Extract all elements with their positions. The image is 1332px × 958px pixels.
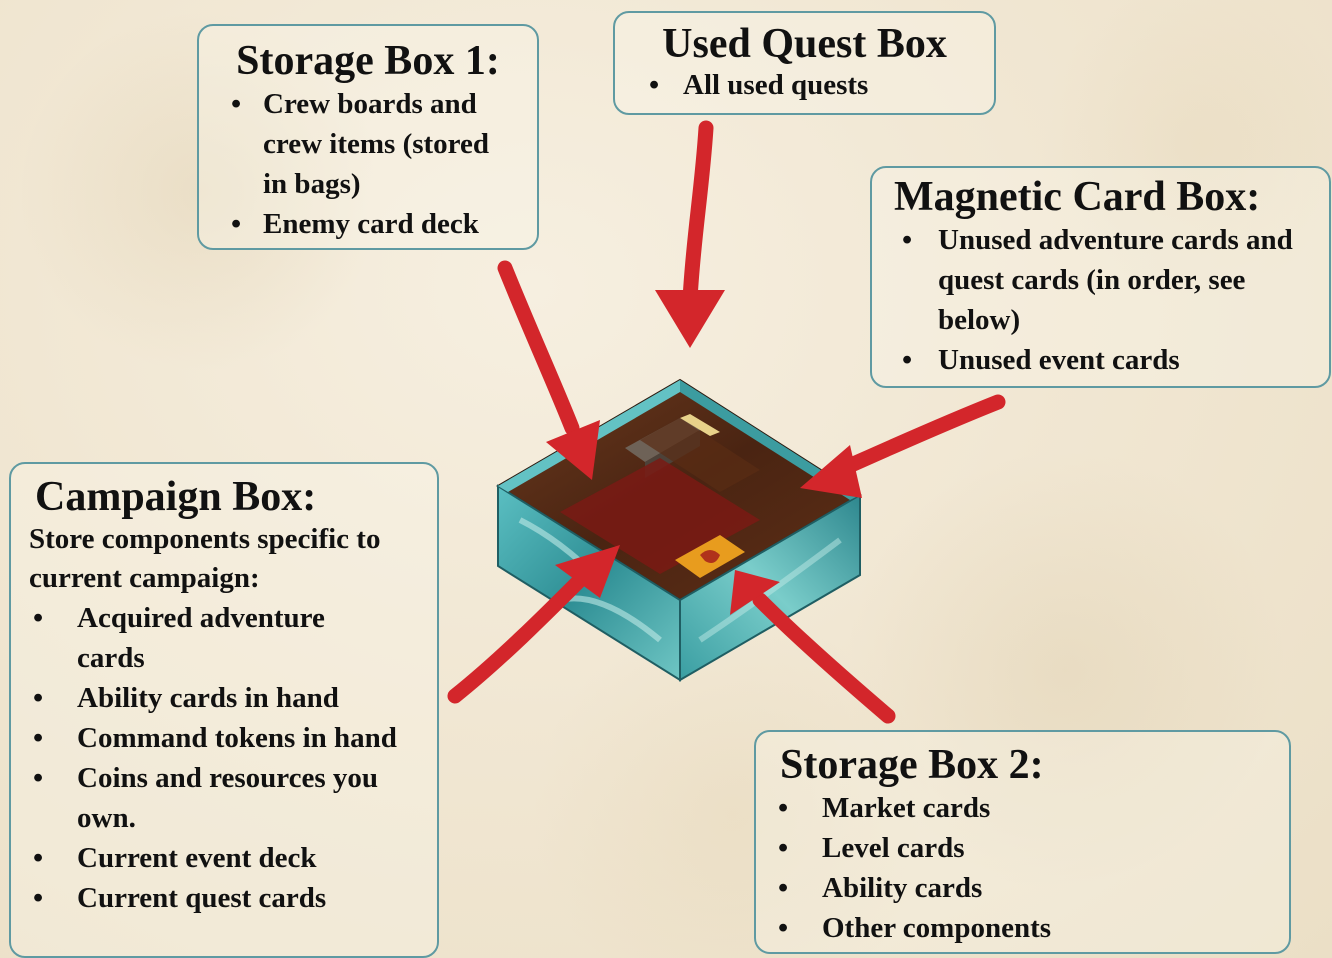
campaign-box-panel: Campaign Box: Store components specific …	[9, 462, 439, 958]
storage-box-1-panel: Storage Box 1: • Crew boards and crew it…	[197, 24, 539, 250]
bullet-icon: •	[33, 762, 44, 794]
used-quest-box-list: • All used quests	[625, 67, 984, 103]
list-item: • Ability cards in hand	[21, 678, 427, 718]
storage-box-1-list: • Crew boards and crew items (stored in …	[209, 84, 527, 244]
arrow-storage-2	[752, 592, 896, 724]
list-item: • Current event deck	[21, 838, 427, 878]
list-item: • All used quests	[649, 69, 869, 101]
arrowhead-magnetic	[800, 445, 862, 498]
bullet-icon: •	[33, 602, 44, 634]
bullet-icon: •	[33, 722, 44, 754]
arrowhead-used-quest	[655, 290, 725, 348]
arrowhead-campaign	[555, 545, 620, 598]
magnetic-card-box-list: • Unused adventure cards and quest cards…	[882, 220, 1319, 380]
list-item: • Current quest cards	[21, 878, 427, 918]
bullet-icon: •	[778, 792, 789, 824]
arrowhead-storage-1	[546, 420, 600, 480]
campaign-box-title: Campaign Box:	[35, 474, 317, 520]
arrow-campaign	[447, 572, 588, 704]
magnetic-card-box-title: Magnetic Card Box:	[894, 174, 1261, 220]
campaign-box-intro: Store components specific to current cam…	[29, 523, 381, 594]
list-item: • Level cards	[766, 828, 1279, 868]
campaign-box-list: • Acquired adventure cards • Ability car…	[21, 598, 427, 918]
list-item: • Command tokens in hand	[21, 718, 407, 758]
list-item: • Enemy card deck	[209, 204, 527, 244]
arrows	[447, 120, 1006, 724]
magnetic-card-box-panel: Magnetic Card Box: • Unused adventure ca…	[870, 166, 1331, 388]
bullet-icon: •	[649, 69, 660, 101]
list-item: • Acquired adventure cards	[21, 598, 387, 678]
bullet-icon: •	[33, 882, 44, 914]
list-item: • Market cards	[766, 788, 1279, 828]
list-item: • Unused adventure cards and quest cards…	[882, 220, 1318, 340]
bullet-icon: •	[778, 872, 789, 904]
list-item: • Coins and resources you own.	[21, 758, 407, 838]
list-item: • Other components	[766, 908, 1279, 948]
bullet-icon: •	[33, 842, 44, 874]
arrow-storage-1	[497, 260, 580, 436]
arrow-magnetic	[832, 394, 1006, 478]
bullet-icon: •	[231, 208, 242, 240]
bullet-icon: •	[902, 344, 913, 376]
bullet-icon: •	[778, 832, 789, 864]
storage-box-2-list: • Market cards • Level cards • Ability c…	[766, 788, 1279, 948]
arrow-used-quest	[682, 120, 714, 308]
bullet-icon: •	[778, 912, 789, 944]
list-item: • Unused event cards	[882, 340, 1319, 380]
storage-box-1-title: Storage Box 1:	[236, 38, 500, 84]
arrowhead-storage-2	[730, 570, 780, 615]
storage-box-2-title: Storage Box 2:	[780, 742, 1044, 788]
list-item: • Ability cards	[766, 868, 1279, 908]
bullet-icon: •	[902, 224, 913, 256]
arrowheads	[546, 290, 862, 615]
list-item: • Crew boards and crew items (stored in …	[209, 84, 493, 204]
bullet-icon: •	[33, 682, 44, 714]
used-quest-box-panel: Used Quest Box • All used quests	[613, 11, 996, 115]
storage-box-2-panel: Storage Box 2: • Market cards • Level ca…	[754, 730, 1291, 954]
bullet-icon: •	[231, 88, 242, 120]
used-quest-box-title: Used Quest Box	[662, 21, 947, 67]
